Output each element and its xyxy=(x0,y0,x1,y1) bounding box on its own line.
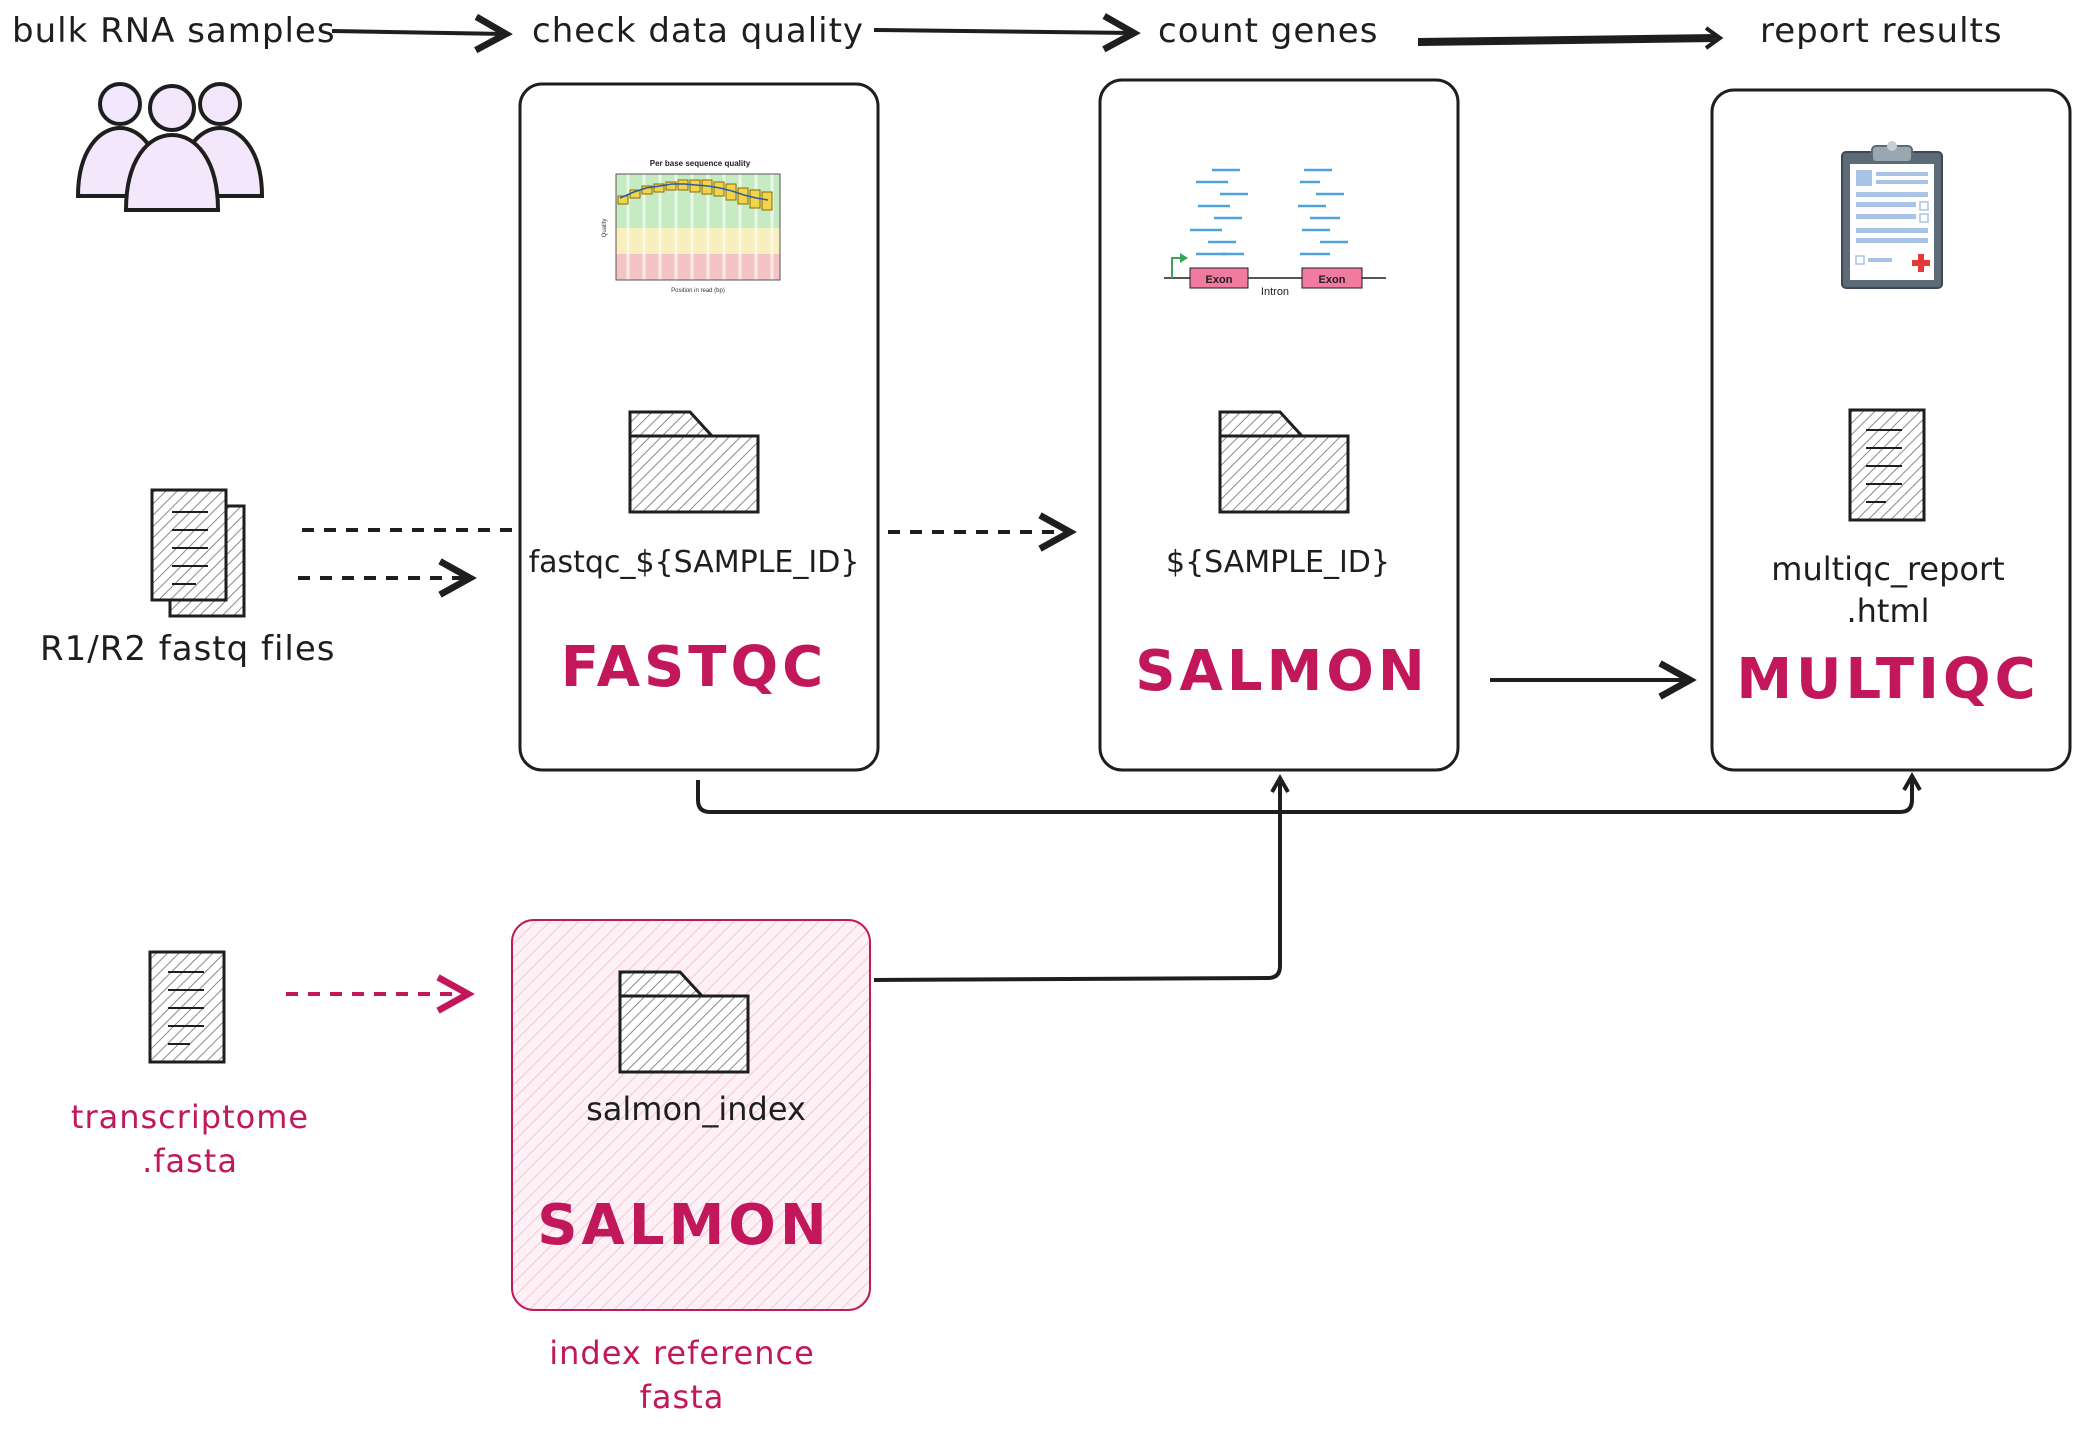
multiqc-output-line1: multiqc_report xyxy=(1771,550,2004,588)
quality-plot-title: Per base sequence quality xyxy=(650,159,751,168)
transcriptome-label-line2: .fasta xyxy=(142,1142,238,1180)
arrow-input-to-quality xyxy=(331,31,506,34)
quality-plot-xlabel: Position in read (bp) xyxy=(671,288,725,294)
transcriptome-label-line1: transcriptome xyxy=(71,1098,309,1136)
salmon-index-caption-line2: fasta xyxy=(640,1378,725,1416)
folder-icon xyxy=(618,970,750,1074)
connector-head-salmon xyxy=(1270,773,1290,793)
exon-label-1: Exon xyxy=(1206,274,1233,286)
fastqc-output-label: fastqc_${SAMPLE_ID} xyxy=(529,545,860,580)
qc-results-connector xyxy=(696,778,1914,814)
connector-head-multiqc xyxy=(1902,771,1922,791)
index-to-salmon-connector xyxy=(873,782,1282,982)
arrow-quality-to-count xyxy=(873,30,1134,33)
arrow-count-to-report-line xyxy=(1417,34,1719,46)
stage-report-label: report results xyxy=(1760,11,2003,51)
stage-count-label: count genes xyxy=(1158,11,1378,51)
salmon-index-caption-line1: index reference xyxy=(549,1334,815,1372)
exon-label-2: Exon xyxy=(1319,274,1346,286)
exon-reads-thumbnail: Exon Exon Intron xyxy=(1164,168,1386,298)
fastqc-tool-name: FASTQC xyxy=(561,635,827,700)
fastq-files-label: R1/R2 fastq files xyxy=(40,629,336,669)
folder-icon xyxy=(628,410,760,514)
salmon-index-output-label: salmon_index xyxy=(586,1090,806,1128)
salmon-quant-output-label: ${SAMPLE_ID} xyxy=(1166,545,1390,580)
salmon-quant-tool-name: SALMON xyxy=(1135,639,1429,704)
fastq-files-icon xyxy=(150,488,246,618)
stage-quality-label: check data quality xyxy=(532,11,864,51)
arrow-count-to-report-head xyxy=(1704,26,1724,50)
quality-plot-ylabel: Quality xyxy=(602,219,608,238)
intron-label: Intron xyxy=(1261,286,1289,298)
multiqc-output-line2: .html xyxy=(1846,592,1929,630)
transcriptome-file-icon xyxy=(148,950,226,1064)
stage-input-label: bulk RNA samples xyxy=(12,11,336,51)
people-icon xyxy=(75,82,265,212)
salmon-index-box xyxy=(511,919,871,1311)
salmon-index-tool-name: SALMON xyxy=(537,1193,831,1258)
clipboard-icon xyxy=(1841,141,1943,289)
report-document-icon xyxy=(1848,408,1926,522)
folder-icon xyxy=(1218,410,1350,514)
multiqc-tool-name: MULTIQC xyxy=(1736,647,2039,712)
quality-plot-thumbnail: Per base sequence quality xyxy=(602,159,781,294)
